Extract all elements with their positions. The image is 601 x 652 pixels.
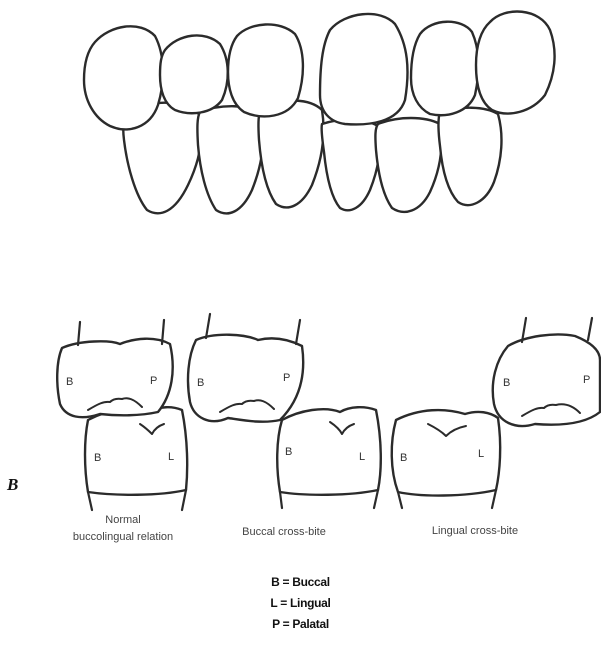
panel-label: B: [6, 475, 18, 494]
lingual-lower-buccal-label: B: [400, 452, 407, 464]
lingual-crossbite-pair: [392, 318, 600, 508]
normal-caption-line1: Normal: [105, 514, 140, 526]
lower-arch-teeth: [123, 100, 501, 213]
normal-lower-lingual-label: L: [168, 451, 174, 463]
upper-tooth-6: [476, 12, 555, 114]
lingual-upper-buccal-label: B: [503, 377, 510, 389]
upper-tooth-4: [320, 14, 408, 124]
buccal-upper-buccal-label: B: [197, 377, 204, 389]
buccal-lower-buccal-label: B: [285, 446, 292, 458]
normal-lower-buccal-label: B: [94, 452, 101, 464]
lower-tooth-6: [439, 108, 502, 205]
legend-item-buccal: B = Buccal: [0, 572, 601, 593]
upper-tooth-5: [411, 22, 478, 115]
legend-item-lingual: L = Lingual: [0, 593, 601, 614]
normal-upper-palatal-label: P: [150, 375, 157, 387]
lingual-caption: Lingual cross-bite: [432, 525, 518, 537]
buccal-crossbite-pair: [188, 314, 381, 508]
lingual-upper-palatal-label: P: [583, 374, 590, 386]
buccal-lower-molar: [277, 407, 381, 495]
upper-tooth-1: [84, 26, 163, 129]
upper-tooth-2: [160, 35, 228, 113]
relation-captions: Normal buccolingual relation Buccal cros…: [73, 514, 518, 543]
lower-tooth-5: [375, 118, 441, 212]
normal-caption-line2: buccolingual relation: [73, 531, 173, 543]
legend-item-palatal: P = Palatal: [0, 614, 601, 635]
buccal-caption: Buccal cross-bite: [242, 526, 326, 538]
normal-relation-pair: [57, 320, 187, 510]
lingual-lower-lingual-label: L: [478, 448, 484, 460]
upper-tooth-3: [228, 24, 303, 116]
buccal-upper-palatal-label: P: [283, 372, 290, 384]
lower-tooth-2: [197, 106, 263, 213]
buccal-lower-lingual-label: L: [359, 451, 365, 463]
lower-tooth-4: [322, 120, 380, 211]
normal-upper-buccal-label: B: [66, 376, 73, 388]
abbreviation-legend: B = Buccal L = Lingual P = Palatal: [0, 572, 601, 635]
